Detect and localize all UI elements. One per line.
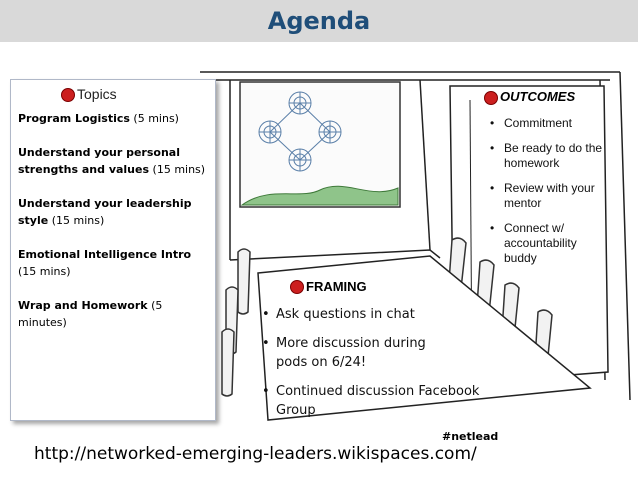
framing-heading: FRAMING xyxy=(306,279,367,294)
page-title: Agenda xyxy=(267,7,371,35)
network-node-icon xyxy=(288,91,312,115)
red-dot-icon xyxy=(290,280,304,294)
list-item: Commitment xyxy=(488,116,608,131)
list-item: Connect w/ accountability buddy xyxy=(488,221,608,266)
list-item: More discussion during pods on 6/24! xyxy=(260,334,456,372)
list-item: Continued discussion Facebook Group xyxy=(260,382,508,420)
list-item: Understand your personal strengths and v… xyxy=(18,146,206,176)
list-item: Understand your leadership style (15 min… xyxy=(18,197,192,227)
outcomes-heading: OUTCOMES xyxy=(500,89,576,104)
list-item: Ask questions in chat xyxy=(260,305,456,324)
hashtag-label: #netlead xyxy=(442,430,499,443)
outcomes-list: Commitment Be ready to do the homework R… xyxy=(488,116,608,276)
red-dot-icon xyxy=(484,91,498,105)
red-dot-icon xyxy=(61,88,75,102)
list-item: Review with your mentor xyxy=(488,181,608,211)
list-item: Wrap and Homework (5 minutes) xyxy=(18,299,163,329)
list-item: Be ready to do the homework xyxy=(488,141,608,171)
list-item: Program Logistics (5 mins) xyxy=(18,112,179,125)
framing-list: Ask questions in chat More discussion du… xyxy=(260,305,510,430)
list-item: Emotional Intelligence Intro (15 mins) xyxy=(18,248,192,278)
wiki-url-link[interactable]: http://networked-emerging-leaders.wikisp… xyxy=(34,444,477,464)
topics-heading: Topics xyxy=(77,86,117,102)
topics-panel: Topics Program Logistics (5 mins) Unders… xyxy=(10,79,216,421)
topics-list: Program Logistics (5 mins) Understand yo… xyxy=(18,110,210,348)
title-bar: Agenda xyxy=(0,0,638,42)
